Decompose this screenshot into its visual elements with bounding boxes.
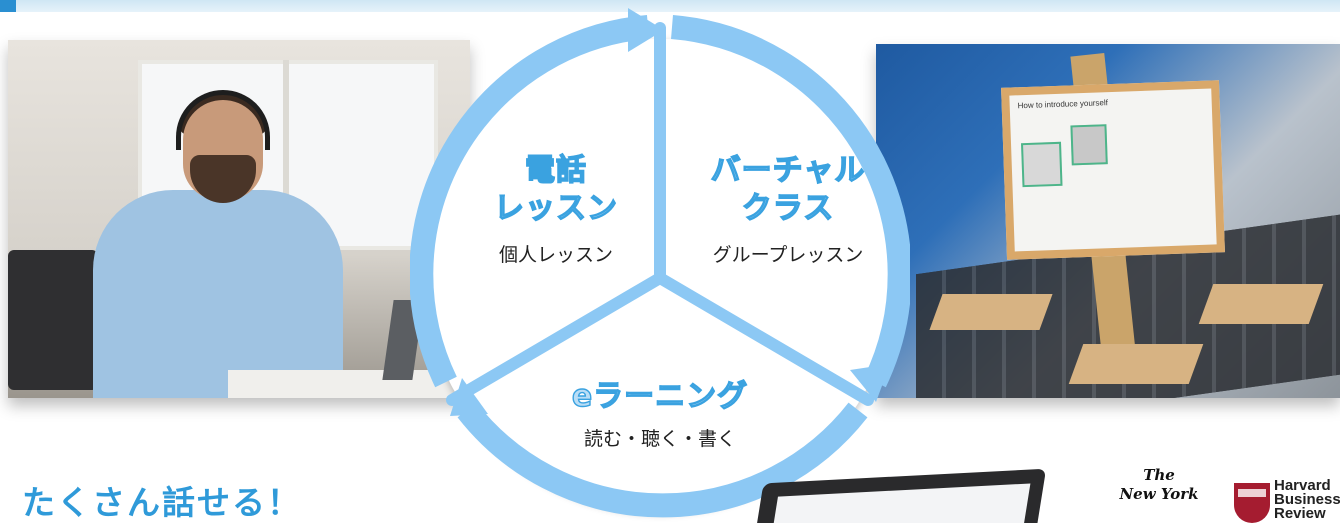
arrow-head-icon bbox=[450, 378, 488, 416]
segment-phone-lesson: 電話 レッスン 個人レッスン bbox=[466, 152, 646, 267]
cycle-divider bbox=[654, 272, 874, 406]
nyt-logo: The New York bbox=[1114, 466, 1204, 504]
cycle-graphic bbox=[409, 8, 912, 518]
photo-easel-board: How to introduce yourself bbox=[1001, 80, 1225, 260]
hbr-logo-line: Business bbox=[1274, 491, 1340, 508]
board-video-tile bbox=[1070, 124, 1108, 166]
photo-mini-desk bbox=[929, 294, 1053, 330]
learning-cycle-diagram: 電話 レッスン 個人レッスン バーチャル クラス グループレッスン eラーニング… bbox=[409, 0, 912, 523]
hbr-logo: Harvard Business Review bbox=[1274, 477, 1340, 522]
phone-lesson-photo bbox=[8, 40, 470, 398]
segment-title: 電話 bbox=[524, 152, 587, 188]
photo-person-body bbox=[93, 190, 343, 398]
cycle-arrow-arc bbox=[671, 15, 912, 388]
segment-subtitle: 読む・聴く・書く bbox=[583, 428, 736, 450]
segment-title: バーチャル bbox=[710, 152, 866, 188]
hbr-logo-line: Harvard bbox=[1274, 477, 1331, 494]
virtual-class-photo: How to introduce yourself bbox=[876, 44, 1340, 398]
nyt-logo-line: New York bbox=[1119, 485, 1199, 503]
cycle-arrow-arc bbox=[409, 15, 650, 388]
board-title: How to introduce yourself bbox=[1017, 98, 1109, 111]
board-video-tile bbox=[1021, 141, 1063, 188]
nyt-logo-line: The bbox=[1143, 466, 1175, 484]
segment-virtual-class: バーチャル クラス グループレッスン bbox=[678, 152, 898, 267]
segment-elearning: eラーニング 読む・聴く・書く bbox=[535, 378, 785, 451]
photo-mini-desk bbox=[1068, 344, 1204, 384]
top-banner-accent bbox=[0, 0, 16, 12]
cycle-divider bbox=[446, 272, 666, 406]
photo-chair bbox=[8, 250, 98, 390]
segment-subtitle: 個人レッスン bbox=[498, 244, 613, 266]
segment-subtitle: グループレッスン bbox=[712, 244, 864, 266]
segment-title: eラーニング bbox=[571, 378, 749, 414]
photo-window-frame bbox=[283, 60, 289, 250]
photo-mini-desk bbox=[1198, 284, 1324, 324]
top-banner-band bbox=[0, 0, 1340, 12]
hbr-logo-line: Review bbox=[1274, 505, 1326, 522]
arrow-head-icon bbox=[850, 364, 890, 402]
page-headline: たくさん話せる！ bbox=[22, 483, 302, 522]
hbr-shield-icon bbox=[1234, 483, 1270, 523]
cycle-arrow-arc bbox=[457, 402, 868, 518]
segment-title: レッスン bbox=[493, 190, 618, 226]
segment-title: クラス bbox=[741, 190, 835, 226]
arrow-head-icon bbox=[628, 8, 664, 52]
